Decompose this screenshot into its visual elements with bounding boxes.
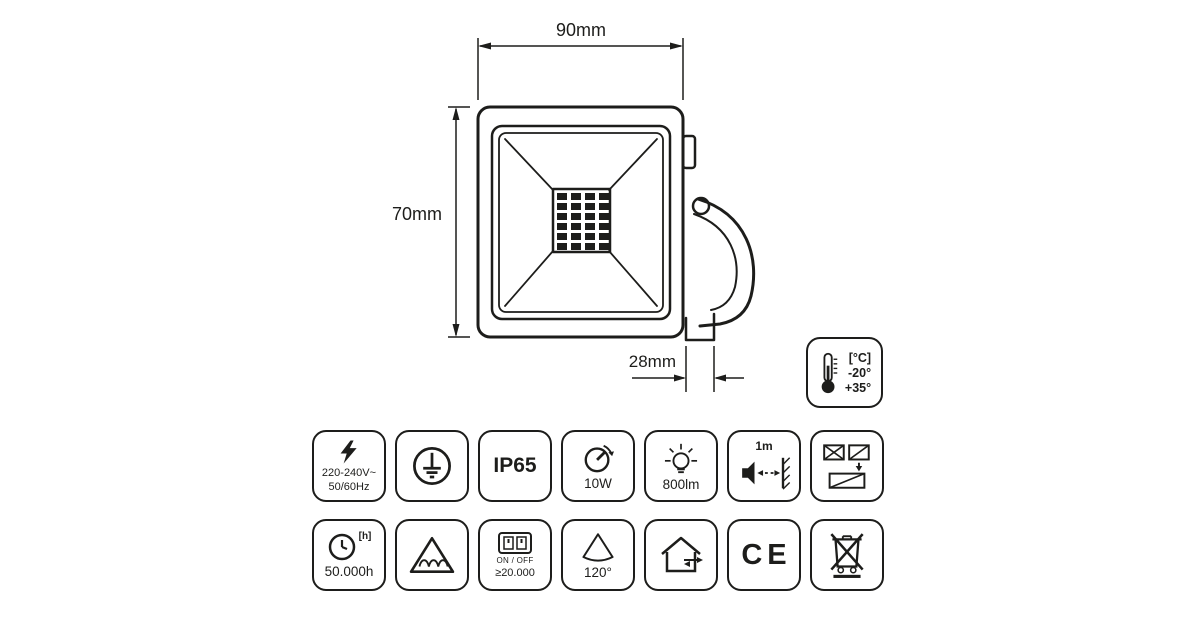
voltage-badge: 220-240V~ 50/60Hz [312,430,386,502]
lifetime-unit: [h] [358,530,372,542]
beam-angle-badge: 120° [561,519,635,591]
frequency-value: 50/60Hz [328,481,370,493]
temperature-max: +35° [844,380,872,395]
power-value: 10W [584,475,612,491]
distance-value: 1m [755,439,773,453]
temperature-unit: [°C] [848,350,872,365]
earth-ground-icon [413,447,451,485]
height-dimension-label: 70mm [391,204,442,224]
dimmer-knob-icon [584,444,614,472]
mounting-position-icon [823,444,870,489]
beam-angle-value: 120° [584,564,612,580]
ip-rating-value: IP65 [493,454,537,477]
lamp-wall-distance-icon [742,457,791,490]
lightning-bolt-icon [340,440,357,464]
switching-cycles-badge: ON / OFF ≥20.000 [478,519,552,591]
triangle-certification-icon [409,536,455,574]
mounting-bracket [696,197,756,328]
light-bulb-icon [664,443,698,473]
led-grid [557,193,609,250]
on-off-switch-icon [498,531,532,554]
thermometer-icon [821,352,838,393]
cable-gland [681,134,697,170]
width-dimension-label: 90mm [555,20,606,40]
depth-dimension-label: 28mm [628,352,676,371]
ce-mark-text: CE [741,538,792,571]
power-badge: 10W [561,430,635,502]
temperature-range-badge: [°C] -20° +35° [806,337,883,408]
led-panel [551,187,612,254]
house-arrow-icon [661,536,703,573]
indoor-outdoor-badge [644,519,718,591]
dimension-arrowheads [452,42,726,382]
lifetime-value: 50.000h [324,563,374,579]
flux-value: 800lm [662,476,700,492]
floodlight-body [476,105,685,339]
lifetime-badge: [h] 50.000h [312,519,386,591]
beam-cone-icon [582,532,614,562]
reflector-bevel-lines [504,138,658,307]
clock-icon [328,533,355,560]
flammable-surface-badge [395,519,469,591]
voltage-value: 220-240V~ [321,467,377,479]
protection-class-badge [395,430,469,502]
dimension-lines [448,38,744,392]
crossed-out-bin-icon [830,533,864,578]
bracket-foot [684,312,716,342]
luminous-flux-badge: 800lm [644,430,718,502]
bracket-pivot [691,196,711,216]
weee-badge [810,519,884,591]
temperature-min: -20° [848,365,872,380]
switch-label: ON / OFF [496,555,534,565]
ip-rating-badge: IP65 [478,430,552,502]
min-distance-badge: 1m [727,430,801,502]
cycles-value: ≥20.000 [495,566,535,579]
ce-mark-badge: CE [727,519,801,591]
mounting-orientation-badge [810,430,884,502]
